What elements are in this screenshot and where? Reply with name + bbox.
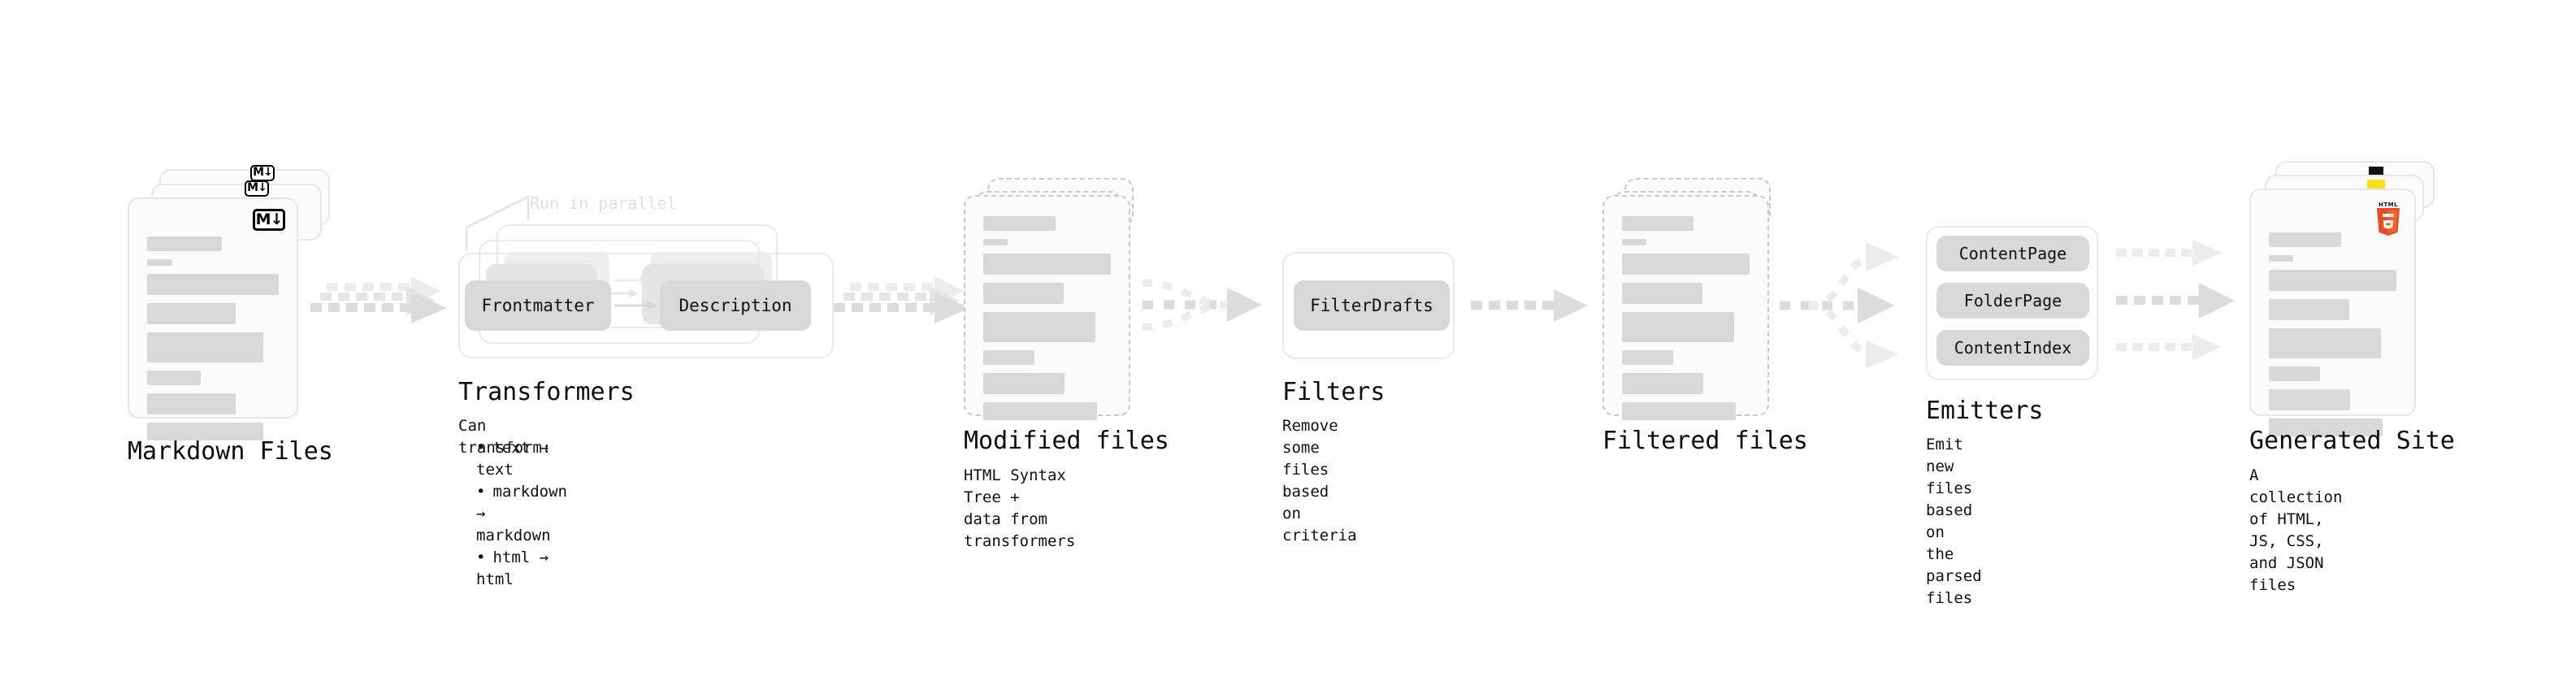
file-skeleton-lines xyxy=(2269,232,2396,436)
skeleton-line xyxy=(147,371,202,385)
transformers-bullets: text → text markdown → markdown html → h… xyxy=(458,437,567,591)
stage-title-generated-site: Generated Site xyxy=(2249,427,2455,455)
markdown-icon-ghost-back: M↓ xyxy=(250,165,275,181)
skeleton-line xyxy=(2269,270,2396,291)
connector-filters-to-filtered xyxy=(1471,289,1588,322)
skeleton-line xyxy=(983,312,1096,342)
filtered-file-card[interactable] xyxy=(1602,195,1769,420)
transformer-pill-frontmatter[interactable]: Frontmatter xyxy=(465,280,611,331)
html5-icon: HTML xyxy=(2375,202,2401,237)
skeleton-line xyxy=(147,274,279,295)
file-skeleton-lines xyxy=(983,216,1111,420)
skeleton-line xyxy=(983,216,1056,231)
skeleton-line xyxy=(983,239,1008,245)
file-skeleton-lines xyxy=(147,236,279,440)
skeleton-line xyxy=(983,373,1065,394)
skeleton-line xyxy=(147,423,263,440)
skeleton-line xyxy=(147,236,223,251)
emitter-pill-folderpage[interactable]: FolderPage xyxy=(1936,283,2089,319)
skeleton-line xyxy=(1622,402,1736,420)
connector-transformers-to-modified xyxy=(834,276,970,323)
emitters-description: Emit new files based on the parsed files xyxy=(1926,436,1982,607)
css-icon xyxy=(2369,167,2383,178)
skeleton-line xyxy=(2269,419,2383,436)
modified-files-description: HTML Syntax Tree + data from transformer… xyxy=(964,466,1076,550)
filters-description: Remove some files based on criteria xyxy=(1282,417,1357,544)
html5-icon-word: HTML xyxy=(2378,202,2399,208)
stage-title-emitters: Emitters xyxy=(1926,397,2044,425)
skeleton-line xyxy=(1622,216,1693,231)
filter-pill-filterdrafts[interactable]: FilterDrafts xyxy=(1294,280,1450,331)
generated-site-description: A collection of HTML, JS, CSS, and JSON … xyxy=(2249,466,2343,594)
skeleton-line xyxy=(147,393,236,414)
skeleton-line xyxy=(1622,254,1750,275)
skeleton-line xyxy=(983,283,1064,304)
skeleton-line xyxy=(1622,239,1646,245)
markdown-file-card[interactable]: M↓ xyxy=(128,197,298,440)
connector-filtered-to-emitters xyxy=(1780,242,1898,369)
stage-title-filters: Filters xyxy=(1282,378,1386,406)
skeleton-line xyxy=(983,254,1111,275)
skeleton-line xyxy=(147,332,263,362)
emitter-pill-contentpage[interactable]: ContentPage xyxy=(1936,236,2089,271)
transformer-pill-description[interactable]: Description xyxy=(660,280,811,331)
markdown-icon-ghost-mid: M↓ xyxy=(245,180,269,197)
modified-file-card[interactable] xyxy=(964,195,1130,420)
transformers-bullet-item: text → text xyxy=(476,437,567,481)
skeleton-line xyxy=(2269,299,2349,320)
js-icon xyxy=(2367,180,2385,191)
emitter-pill-contentindex[interactable]: ContentIndex xyxy=(1936,330,2089,366)
skeleton-line xyxy=(983,350,1034,365)
skeleton-line xyxy=(2269,367,2320,381)
connector-md-to-transformers xyxy=(310,276,447,323)
stage-title-modified-files: Modified files xyxy=(964,427,1169,455)
skeleton-line xyxy=(1622,373,1704,394)
transformers-bullet-item: html → html xyxy=(476,547,567,591)
run-in-parallel-label: Run in parallel xyxy=(530,193,677,213)
skeleton-line xyxy=(2269,328,2382,358)
skeleton-line xyxy=(1622,283,1702,304)
skeleton-line xyxy=(147,303,236,324)
stage-title-markdown-files: Markdown Files xyxy=(128,437,333,466)
connector-emitters-to-site xyxy=(2116,240,2235,360)
skeleton-line xyxy=(1622,312,1735,342)
markdown-icon: M↓ xyxy=(253,209,285,231)
run-in-parallel-bracket xyxy=(465,194,530,250)
stage-title-filtered-files: Filtered files xyxy=(1602,427,1808,455)
connector-modified-to-filters xyxy=(1142,279,1262,331)
skeleton-line xyxy=(2269,255,2293,262)
skeleton-line xyxy=(2269,232,2342,247)
skeleton-line xyxy=(1622,350,1673,365)
transformers-bullet-item: markdown → markdown xyxy=(476,481,567,547)
skeleton-line xyxy=(147,259,172,266)
generated-file-card[interactable]: HTML xyxy=(2249,189,2416,436)
filters-group-box[interactable] xyxy=(1282,252,1455,359)
transformer-arrow-main xyxy=(614,301,658,310)
skeleton-line xyxy=(983,402,1097,420)
file-skeleton-lines xyxy=(1622,216,1750,420)
transformer-group-box[interactable] xyxy=(458,253,834,358)
stage-title-transformers: Transformers xyxy=(458,378,635,406)
skeleton-line xyxy=(2269,389,2351,410)
emitters-group-box[interactable] xyxy=(1926,226,2098,380)
